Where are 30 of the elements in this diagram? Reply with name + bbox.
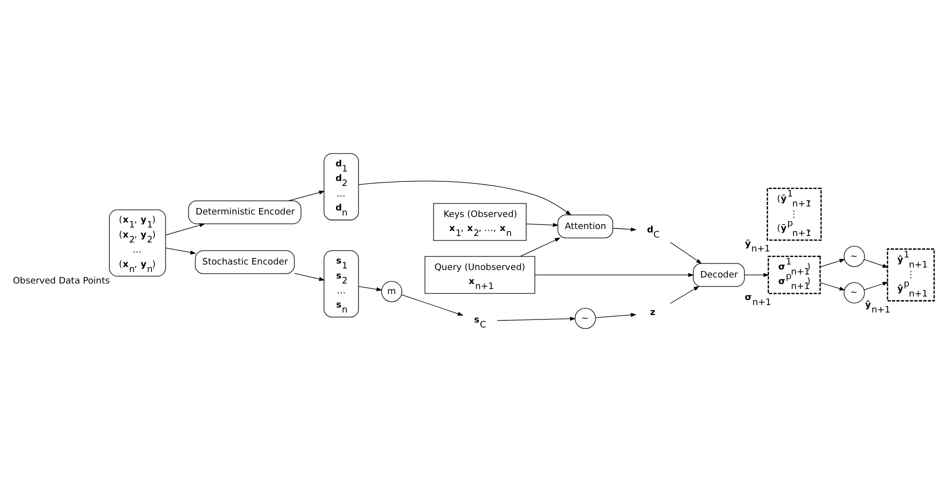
node-box: Deterministic Encoder: [188, 200, 302, 224]
node-circle: ~: [574, 308, 596, 329]
arrow: [820, 282, 846, 291]
node-label: Observed Data Points: [12, 276, 110, 286]
node-circle: m: [381, 281, 402, 302]
arrow: [864, 259, 888, 268]
arrow: [820, 258, 846, 268]
arrow: [294, 273, 325, 281]
arrow: [744, 272, 770, 277]
arrow: [496, 316, 576, 321]
node-text: z: [650, 308, 656, 318]
arrow: [288, 190, 325, 202]
node-circle: ~: [844, 282, 865, 304]
arrow: [595, 312, 637, 318]
arrow: [165, 248, 196, 254]
arrow: [358, 286, 382, 292]
node-box: Decoder: [692, 263, 745, 287]
arrow: [670, 242, 702, 264]
arrow: [165, 223, 206, 236]
arrow: [670, 286, 700, 304]
node-box: Attention: [558, 214, 614, 238]
node-box: Stochastic Encoder: [194, 250, 295, 274]
node-circle: ~: [844, 246, 865, 267]
arrow: [526, 223, 559, 228]
arrow: [520, 238, 561, 257]
arrow: [612, 227, 637, 232]
arrow: [401, 294, 464, 316]
arrow: [358, 180, 572, 216]
arrow: [534, 272, 694, 277]
arrow: [864, 282, 888, 290]
